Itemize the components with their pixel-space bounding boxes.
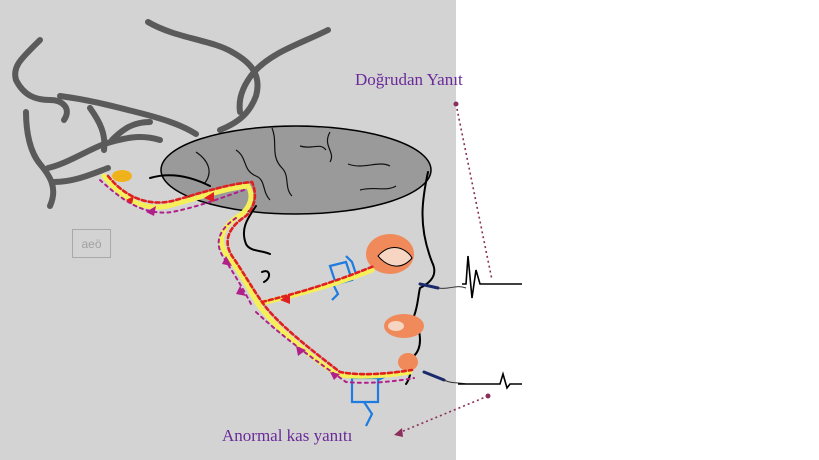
geniculate-ganglion — [112, 170, 132, 182]
facial-nerve-pathway — [99, 173, 415, 384]
skull-outline — [12, 19, 331, 209]
brain-icon — [160, 125, 432, 215]
waveform-icon — [458, 255, 522, 390]
mentalis-muscle — [398, 353, 418, 371]
recording-electrodes — [418, 282, 446, 382]
diagram-panel-background — [0, 0, 456, 460]
orbicularis-oculi-muscle — [366, 234, 414, 274]
label-direct-response: Doğrudan Yanıt — [355, 70, 463, 89]
label-abnormal-muscle-response: Anormal kas yanıtı — [222, 426, 353, 445]
label-pointers — [395, 103, 493, 435]
orbicularis-oris-muscle — [384, 314, 424, 338]
pointer-arrowheads — [394, 101, 491, 437]
pathway-arrows — [126, 192, 340, 380]
watermark-logo: aeö — [72, 229, 111, 258]
